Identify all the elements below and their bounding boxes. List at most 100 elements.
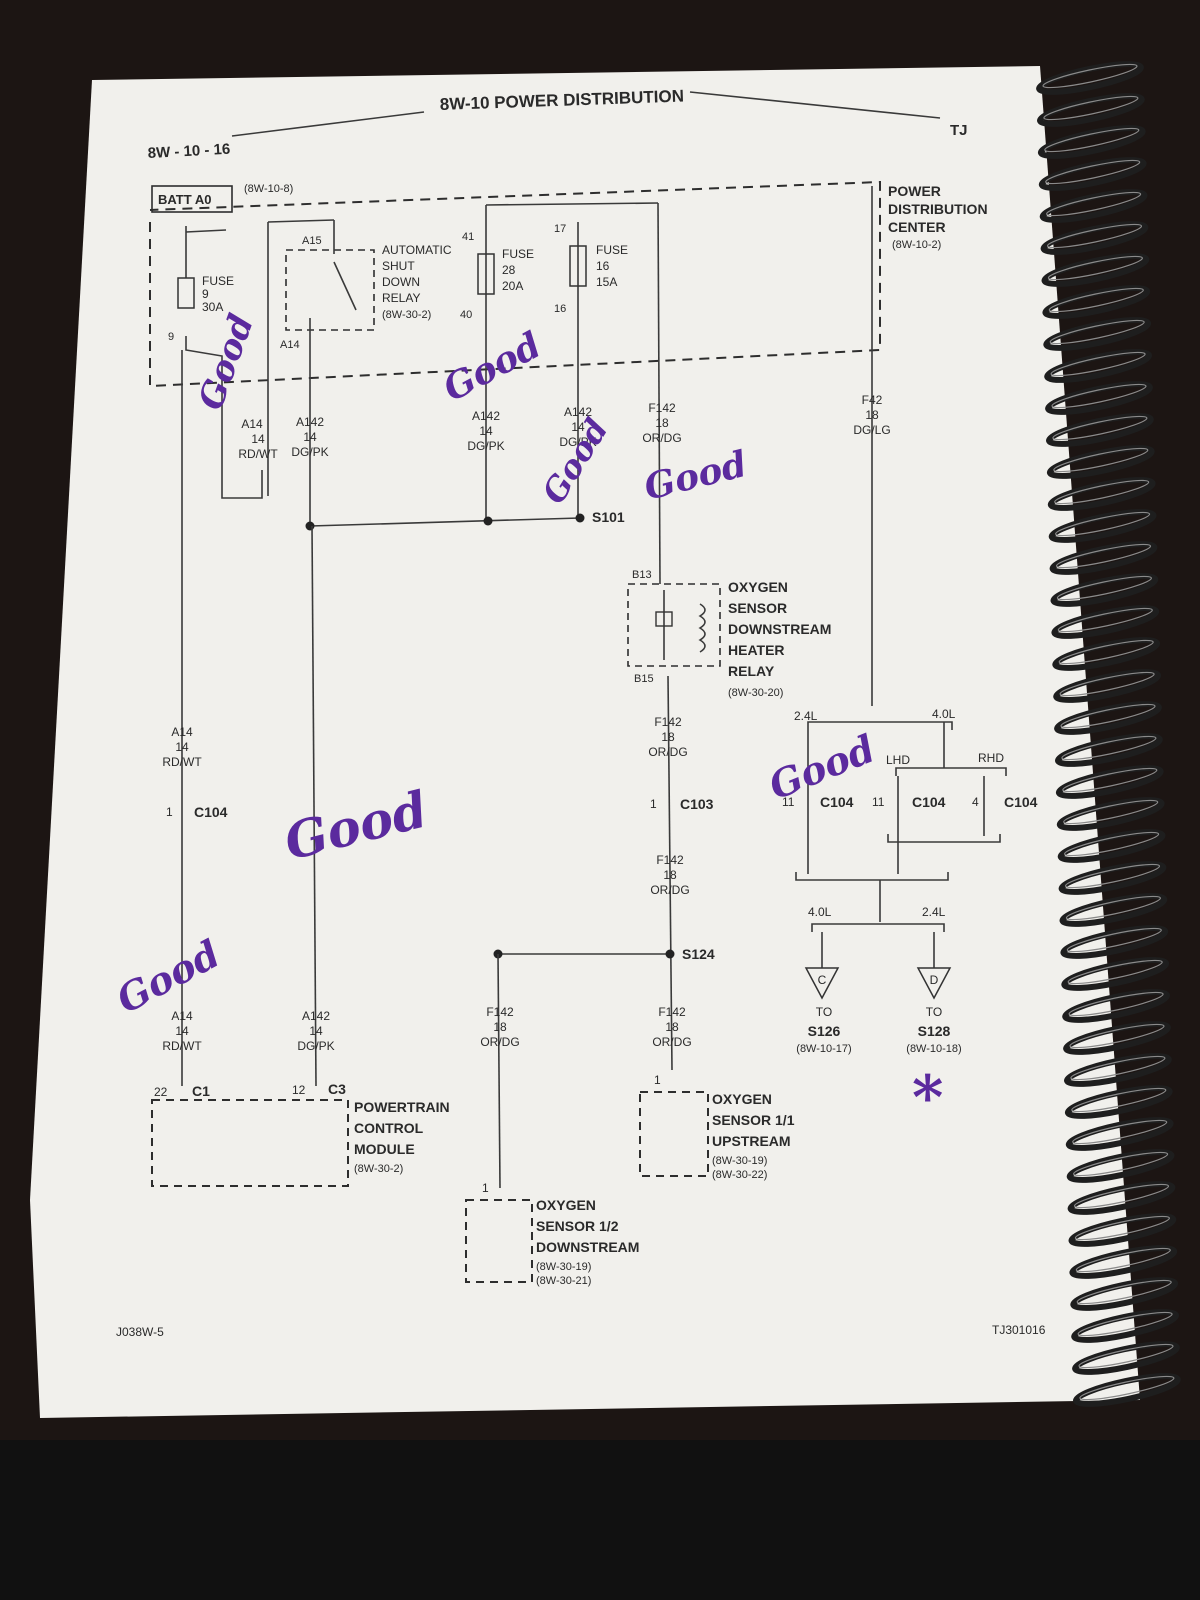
spiral-coil-highlight	[1069, 1023, 1165, 1049]
spiral-coil	[1044, 349, 1152, 383]
spiral-coil-highlight	[1054, 479, 1150, 505]
w-a142-f16-2: 14	[571, 420, 585, 434]
spiral-coil	[1037, 125, 1146, 159]
w-f42-2: 18	[865, 408, 879, 422]
o2-upstream-box	[639, 1091, 709, 1177]
fuse9-l2: 9	[202, 287, 209, 301]
c104a-pin: 11	[782, 795, 795, 809]
w-f142-left-2: 18	[493, 1020, 507, 1034]
to-s126-ref: (8W-10-17)	[796, 1043, 851, 1055]
w-f142-mid1-2: 18	[661, 730, 675, 744]
spiral-coil-highlight	[1076, 1279, 1172, 1305]
spiral-coil	[1036, 61, 1144, 95]
spiral-coil	[1046, 445, 1155, 479]
spiral-coil-highlight	[1063, 799, 1159, 825]
w-a142-f16-3: DG/PK	[559, 435, 596, 449]
spiral-coil-highlight	[1067, 959, 1163, 985]
spiral-coil	[1065, 1117, 1174, 1151]
spiral-coil-highlight	[1064, 863, 1161, 889]
fuse9-l1: FUSE	[202, 274, 234, 288]
spiral-coil-highlight	[1075, 1247, 1171, 1273]
w-a142-top-1: A142	[296, 415, 324, 429]
spiral-coil	[1056, 797, 1165, 831]
pcm-l2: CONTROL	[354, 1120, 424, 1136]
spiral-coil-highlight	[1056, 575, 1152, 601]
c3-name: C3	[328, 1081, 346, 1097]
o2relay-ref: (8W-30-20)	[728, 687, 783, 699]
opt-top-left: 2.4L	[794, 709, 818, 723]
c103-name: C103	[680, 796, 714, 812]
o2dn-l2: SENSOR 1/2	[536, 1218, 619, 1234]
spiral-coil	[1059, 893, 1168, 927]
to-s126-to: TO	[816, 1005, 832, 1019]
spiral-coil	[1048, 509, 1157, 543]
w-a14-top-2: 14	[251, 432, 265, 446]
spiral-coil-highlight	[1079, 1375, 1175, 1401]
o2up-l1: OXYGEN	[712, 1091, 772, 1107]
spiral-coil-highlight	[1044, 127, 1140, 153]
w-a142-f28-2: 14	[479, 424, 493, 438]
spiral-coil-highlight	[1078, 1343, 1174, 1369]
w-a14-mid-1: A14	[171, 725, 193, 739]
spiral-coil-highlight	[1070, 1055, 1166, 1081]
w-f142-left-1: F142	[486, 1005, 514, 1019]
spiral-coil-highlight	[1068, 991, 1164, 1017]
spiral-coil-highlight	[1042, 63, 1138, 89]
spiral-coil	[1039, 189, 1148, 223]
c104c-pin: 4	[972, 795, 979, 809]
o2up-pin: 1	[654, 1073, 661, 1087]
spiral-coil	[1041, 253, 1150, 287]
spiral-coil	[1067, 1181, 1176, 1215]
spiral-coil	[1037, 93, 1145, 127]
fuse16-l1: FUSE	[596, 243, 628, 257]
floor-shadow	[0, 1440, 1200, 1600]
spiral-coil-highlight	[1077, 1311, 1173, 1337]
w-f142-mid1-3: OR/DG	[648, 745, 687, 759]
w-a14-mid-2: 14	[175, 740, 189, 754]
spiral-coil	[1072, 1341, 1180, 1375]
to-s128-to: TO	[926, 1005, 942, 1019]
spiral-coil-highlight	[1053, 447, 1149, 473]
spiral-coil-highlight	[1048, 287, 1144, 313]
s101-splice	[575, 513, 585, 523]
w-f142-top-2: 18	[655, 416, 669, 430]
w-f142-top-3: OR/DG	[642, 431, 681, 445]
spiral-coil-highlight	[1061, 735, 1157, 761]
spiral-coil-highlight	[1052, 415, 1148, 441]
w-a14-bot-1: A14	[171, 1009, 193, 1023]
fuse9-l3: 30A	[202, 300, 223, 314]
o2relay-l1: OXYGEN	[728, 579, 788, 595]
w-f142-mid2-2: 18	[663, 868, 677, 882]
spiral-coil-highlight	[1057, 607, 1153, 633]
w-f142-mid2-3: OR/DG	[650, 883, 689, 897]
w-f142-right-3: OR/DG	[652, 1035, 691, 1049]
spiral-coil	[1052, 637, 1161, 671]
spiral-coil-highlight	[1072, 1119, 1168, 1145]
w-a142-bot-3: DG/PK	[297, 1039, 334, 1053]
handwritten-asterisk: *	[912, 1063, 943, 1133]
fuse16-pin-top: 17	[554, 223, 566, 235]
o2dn-ref2: (8W-30-21)	[536, 1275, 591, 1287]
spiral-coil	[1068, 1213, 1177, 1247]
w-a14-bot-3: RD/WT	[162, 1039, 202, 1053]
relay-l3: DOWN	[382, 275, 420, 289]
spiral-coil	[1042, 285, 1151, 319]
fuse-28-symbol	[477, 253, 495, 295]
w-f142-mid1-1: F142	[654, 715, 682, 729]
spiral-binding	[1036, 61, 1181, 1407]
spiral-coil-highlight	[1071, 1087, 1167, 1113]
spiral-coil	[1054, 701, 1162, 735]
w-a14-top-3: RD/WT	[238, 447, 278, 461]
w-f142-right-1: F142	[658, 1005, 686, 1019]
fuse28-l1: FUSE	[502, 247, 534, 261]
spiral-coil	[1045, 381, 1153, 415]
s124-label: S124	[682, 946, 715, 962]
fuse16-l3: 15A	[596, 275, 617, 289]
opt-bot-right: 2.4L	[922, 905, 946, 919]
w-f42-1: F42	[862, 393, 883, 407]
spiral-coil	[1061, 957, 1170, 991]
to-s128-name: S128	[918, 1023, 951, 1039]
fuse-16-symbol	[569, 245, 587, 287]
pcm-l1: POWERTRAIN	[354, 1099, 450, 1115]
w-a14-mid-3: RD/WT	[162, 755, 202, 769]
